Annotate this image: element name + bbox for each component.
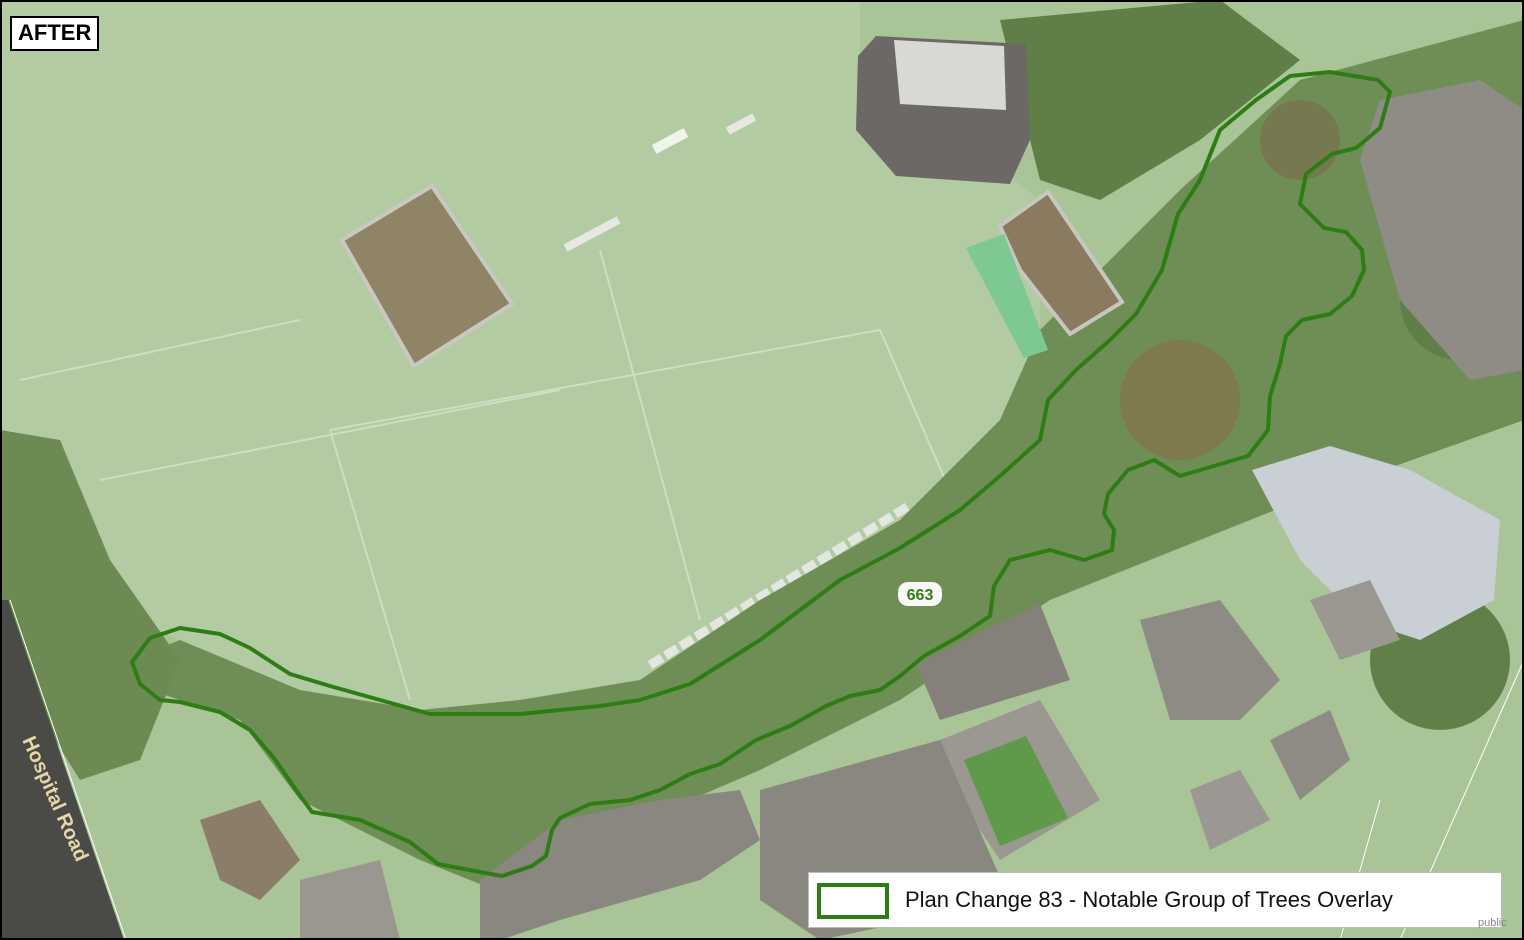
credit-text: public: [1478, 917, 1507, 929]
goal-post: [651, 128, 689, 154]
view-label: AFTER: [10, 16, 100, 51]
building: [1140, 600, 1280, 720]
road-boundary: [9, 599, 127, 940]
overlay-id-label: 663: [907, 587, 934, 604]
legend-overlay-swatch: [817, 883, 889, 919]
building: [200, 800, 300, 900]
tennis-court: [966, 234, 1048, 358]
building: [916, 604, 1070, 720]
building: [1360, 80, 1524, 380]
bench-line: [647, 501, 913, 669]
tree-canopy: [130, 20, 1524, 900]
building: [1270, 710, 1350, 800]
building: [894, 40, 1006, 110]
tree-canopy: [0, 430, 180, 780]
map-legend: Plan Change 83 - Notable Group of Trees …: [808, 872, 1502, 928]
sports-field: [0, 0, 1040, 710]
legend-label: Plan Change 83 - Notable Group of Trees …: [905, 887, 1393, 912]
tree-canopy: [1260, 100, 1340, 180]
building: [1310, 580, 1400, 660]
courtyard-lawn: [964, 736, 1068, 846]
practice-pitch: [339, 183, 515, 369]
building: [480, 790, 760, 940]
bench-row: [563, 216, 621, 252]
tree-canopy: [1120, 340, 1240, 460]
hospital-road: [0, 600, 124, 940]
overlay-id-bg: [898, 582, 942, 606]
tree-canopy: [1000, 0, 1300, 200]
field-markings: [19, 249, 981, 701]
building: [997, 189, 1125, 337]
tree-overlay-outline[interactable]: [130, 70, 1392, 878]
overlay-id-badge[interactable]: 663: [898, 582, 942, 606]
bench-row: [725, 113, 757, 135]
building: [1252, 446, 1500, 640]
building: [300, 860, 400, 940]
building: [1190, 770, 1270, 850]
